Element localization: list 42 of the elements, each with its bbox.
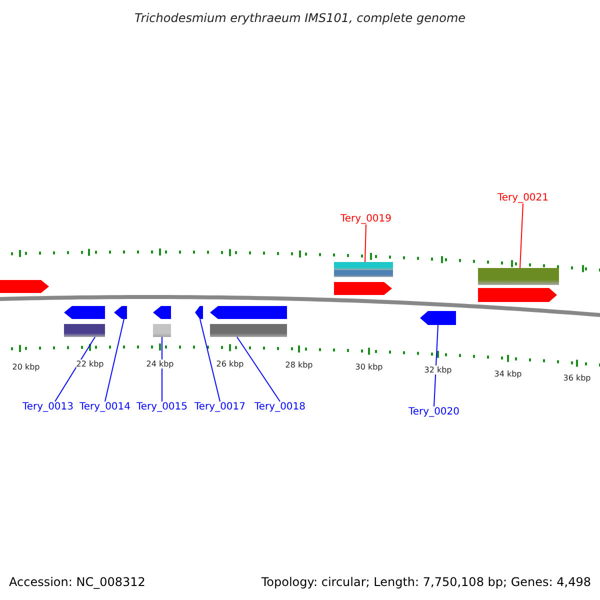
- gene-bar: [210, 324, 287, 337]
- leader-line: [200, 318, 220, 402]
- scale-label: 30 kbp: [355, 362, 383, 372]
- leader-line: [104, 318, 124, 402]
- scale-label: 22 kbp: [76, 360, 104, 368]
- leader-line: [520, 203, 524, 268]
- gene-label: Tery_0014: [79, 402, 131, 412]
- gene-label: Tery_0017: [194, 402, 246, 412]
- gene-label: Tery_0018: [254, 402, 306, 412]
- gene-label: Tery_0021: [497, 192, 549, 204]
- gene-label: Tery_0020: [408, 406, 460, 418]
- gene-bar: [334, 262, 393, 270]
- gene-feature: [334, 282, 392, 295]
- footer-text: Accession: NC_008312: [9, 575, 146, 589]
- leader-line: [364, 224, 366, 262]
- scale-label: 32 kbp: [424, 366, 452, 374]
- scale-label: 28 kbp: [285, 360, 313, 370]
- gene-label: Tery_0015: [136, 402, 188, 412]
- leader-line: [434, 324, 438, 407]
- gene-label: Tery_0013: [22, 402, 74, 412]
- scale-label: 34 kbp: [494, 370, 522, 378]
- title: Trichodesmium erythraeum IMS101, complete genome: [134, 11, 466, 25]
- gene-feature: [153, 306, 171, 319]
- leader-line: [54, 336, 96, 402]
- leader-line: [236, 336, 280, 402]
- gene-feature: [210, 306, 287, 319]
- gene-feature: [478, 288, 557, 302]
- gene-feature: [114, 306, 127, 319]
- footer-text: Topology: circular; Length: 7,750,108 bp; Genes: 4,498: [261, 575, 591, 589]
- scale-label: 20 kbp: [12, 362, 40, 372]
- gene-feature: [420, 311, 456, 325]
- gene-bar: [64, 324, 105, 337]
- gene-feature: [64, 306, 105, 319]
- scale-label: 26 kbp: [216, 360, 244, 368]
- gene-bar: [153, 324, 171, 337]
- gene-bar: [334, 270, 393, 277]
- gene-feature: [0, 280, 49, 293]
- scale-label: 36 kbp: [563, 374, 591, 382]
- gene-bar: [478, 268, 559, 285]
- gene-feature: [195, 306, 203, 319]
- gene-label: Tery_0019: [340, 214, 392, 224]
- scale-label: 24 kbp: [146, 360, 174, 368]
